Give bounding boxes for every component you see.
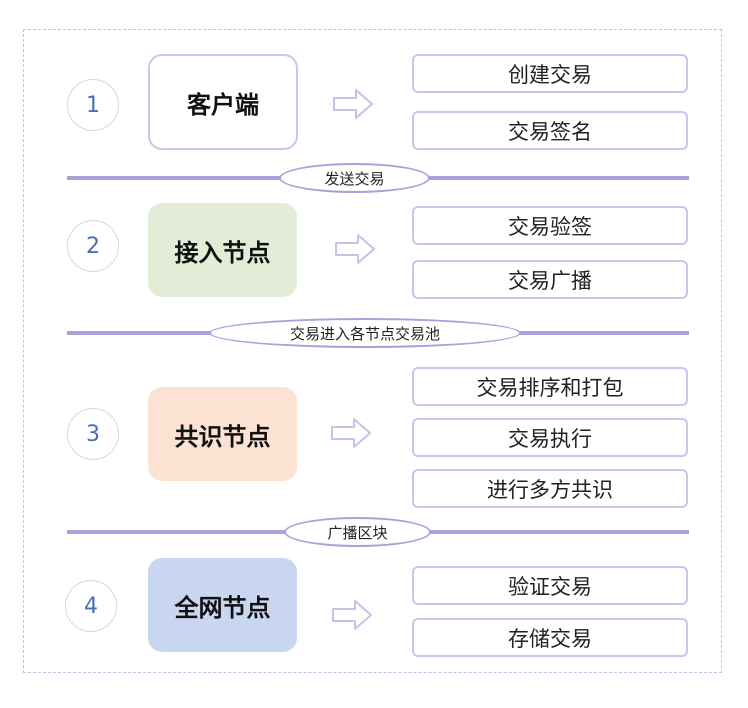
step-create-transaction: 创建交易 bbox=[412, 54, 688, 93]
transition-send-transaction: 发送交易 bbox=[279, 163, 430, 193]
transition-enter-pool: 交易进入各节点交易池 bbox=[209, 318, 521, 348]
step-execute-transaction: 交易执行 bbox=[412, 418, 688, 457]
step-verify-signature: 交易验签 bbox=[412, 206, 688, 245]
step-order-and-pack: 交易排序和打包 bbox=[412, 367, 688, 406]
step-sign-transaction: 交易签名 bbox=[412, 111, 688, 150]
step-validate-transaction: 验证交易 bbox=[412, 566, 688, 605]
diagram-frame bbox=[23, 29, 722, 673]
right-arrow-icon bbox=[335, 234, 375, 264]
stage-4-number: 4 bbox=[65, 580, 117, 632]
consensus-node: 共识节点 bbox=[148, 387, 297, 481]
stage-2-number: 2 bbox=[67, 220, 119, 272]
right-arrow-icon bbox=[332, 600, 372, 630]
step-multi-party-consensus: 进行多方共识 bbox=[412, 469, 688, 508]
access-node: 接入节点 bbox=[148, 203, 297, 297]
transition-broadcast-block: 广播区块 bbox=[284, 517, 431, 547]
stage-1-number: 1 bbox=[67, 79, 119, 131]
step-store-transaction: 存储交易 bbox=[412, 618, 688, 657]
stage-3-number: 3 bbox=[67, 408, 119, 460]
step-broadcast-transaction: 交易广播 bbox=[412, 260, 688, 299]
right-arrow-icon bbox=[331, 418, 371, 448]
client-node: 客户端 bbox=[148, 54, 298, 150]
right-arrow-icon bbox=[333, 89, 373, 119]
network-node: 全网节点 bbox=[148, 558, 297, 652]
